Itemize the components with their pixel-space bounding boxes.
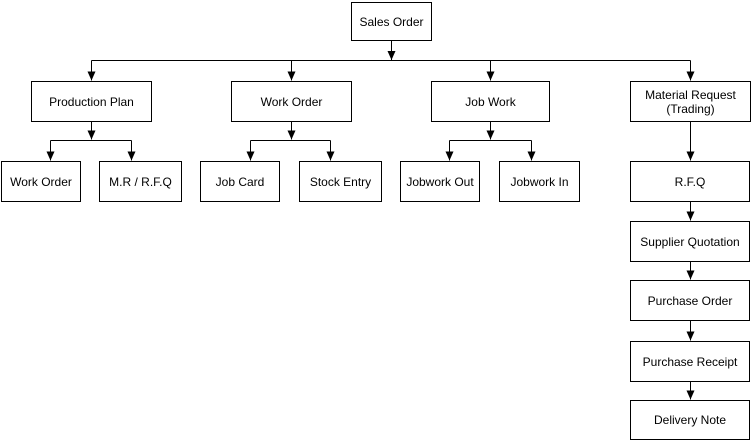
node-jobwork-in: Jobwork In [499, 161, 580, 202]
node-purchase-receipt: Purchase Receipt [630, 341, 750, 382]
node-stock-entry: Stock Entry [299, 161, 382, 202]
node-rfq: R.F.Q [630, 161, 750, 202]
node-jobwork-out: Jobwork Out [400, 161, 480, 202]
node-job-card: Job Card [200, 161, 280, 202]
node-delivery-note: Delivery Note [630, 400, 750, 440]
node-job-work: Job Work [431, 81, 550, 122]
node-purchase-order: Purchase Order [630, 280, 750, 321]
node-work-order-sub: Work Order [1, 161, 81, 202]
node-supplier-quotation: Supplier Quotation [630, 221, 750, 262]
node-sales-order: Sales Order [351, 2, 432, 41]
node-work-order: Work Order [231, 81, 352, 122]
node-mr-rfq: M.R / R.F.Q [99, 161, 182, 202]
node-production-plan: Production Plan [31, 81, 152, 122]
node-material-request-trading: Material Request (Trading) [630, 81, 751, 122]
